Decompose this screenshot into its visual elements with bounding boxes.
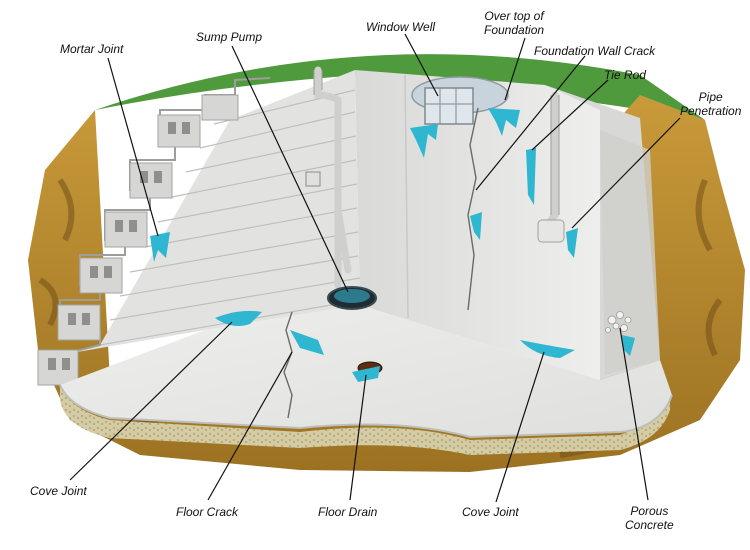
leader-cove-left — [69, 321, 233, 481]
leader-floor-drain — [349, 374, 367, 501]
grass-surface — [95, 54, 705, 120]
leader-porous — [619, 327, 649, 501]
leader-pipe — [571, 117, 681, 229]
porous-texture — [600, 130, 660, 375]
label-tie-rod: Tie Rod — [604, 68, 646, 82]
leader-cove-right — [495, 351, 545, 503]
gravel-bed — [60, 385, 670, 455]
window-well-icon — [411, 76, 509, 125]
floor-crack — [283, 311, 293, 419]
leader-tie-rod — [531, 79, 609, 151]
label-sump-pump: Sump Pump — [196, 30, 263, 44]
label-foundation-wall-crack: Foundation Wall Crack — [534, 44, 656, 58]
label-floor-drain: Floor Drain — [318, 505, 378, 519]
sump-pit-icon — [327, 286, 377, 310]
leader-over-top — [504, 37, 526, 101]
pipe-outline — [313, 70, 560, 215]
wall-corner — [404, 74, 409, 319]
electrical-box — [305, 171, 321, 187]
label-cove-joint-left: Cove Joint — [30, 484, 87, 498]
label-cove-joint-right: Cove Joint — [462, 505, 519, 519]
label-mortar-joint: Mortar Joint — [60, 42, 124, 56]
label-floor-crack: Floor Crack — [176, 505, 239, 519]
pipe-fitting — [537, 219, 565, 243]
wall-crack — [467, 107, 479, 311]
leader-floor-crack — [207, 351, 293, 501]
block-holes — [48, 122, 190, 370]
label-over-top-of-foundation: Over top of Foundation — [484, 9, 545, 37]
leader-wall-crack — [475, 55, 586, 191]
label-porous-concrete: Porous Concrete — [625, 504, 674, 532]
leader-window-well — [404, 33, 439, 97]
label-window-well: Window Well — [366, 20, 436, 34]
block-faces — [37, 94, 239, 386]
soil-texture — [38, 178, 723, 458]
leader-lines — [69, 33, 681, 503]
block-steps — [39, 77, 271, 361]
label-pipe-penetration: Pipe Penetration — [680, 90, 742, 118]
water-seepage — [150, 108, 635, 382]
slab-edge — [59, 384, 673, 439]
porous-rubble — [605, 311, 632, 333]
leader-mortar-joint — [107, 57, 159, 237]
leader-sump-pump — [231, 45, 349, 293]
